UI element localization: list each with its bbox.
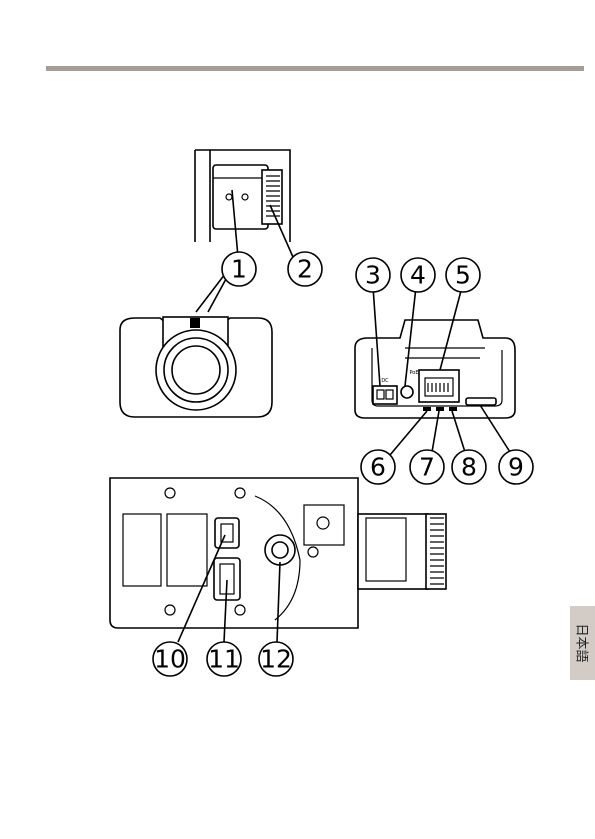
svg-text:4: 4 (410, 261, 426, 290)
svg-text:8: 8 (461, 453, 477, 482)
svg-text:5: 5 (455, 261, 471, 290)
callout-5: 5 (446, 258, 480, 292)
callout-7: 7 (410, 450, 444, 484)
svg-text:6: 6 (370, 453, 386, 482)
callout-12: 12 (259, 642, 293, 676)
callout-3: 3 (356, 258, 390, 292)
callout-6: 6 (361, 450, 395, 484)
language-tab[interactable]: 日本語 (570, 606, 595, 680)
network-port-label: PoE (409, 370, 418, 376)
callout-8: 8 (452, 450, 486, 484)
svg-text:3: 3 (365, 261, 381, 290)
callout-2: 2 (288, 252, 322, 286)
callout-9: 9 (499, 450, 533, 484)
callout-11: 11 (207, 642, 241, 676)
lens-detail-inset (195, 150, 290, 242)
svg-text:10: 10 (154, 645, 186, 674)
svg-text:11: 11 (208, 645, 240, 674)
camera-front-view (120, 317, 272, 417)
callout-1: 1 (222, 252, 256, 286)
callout-10: 10 (153, 642, 187, 676)
svg-text:7: 7 (419, 453, 435, 482)
svg-text:12: 12 (260, 645, 292, 674)
svg-text:2: 2 (297, 255, 313, 284)
callout-4: 4 (401, 258, 435, 292)
svg-text:9: 9 (508, 453, 524, 482)
svg-text:1: 1 (231, 255, 247, 284)
power-port-label: DC (381, 378, 389, 384)
language-tab-label: 日本語 (573, 623, 592, 662)
